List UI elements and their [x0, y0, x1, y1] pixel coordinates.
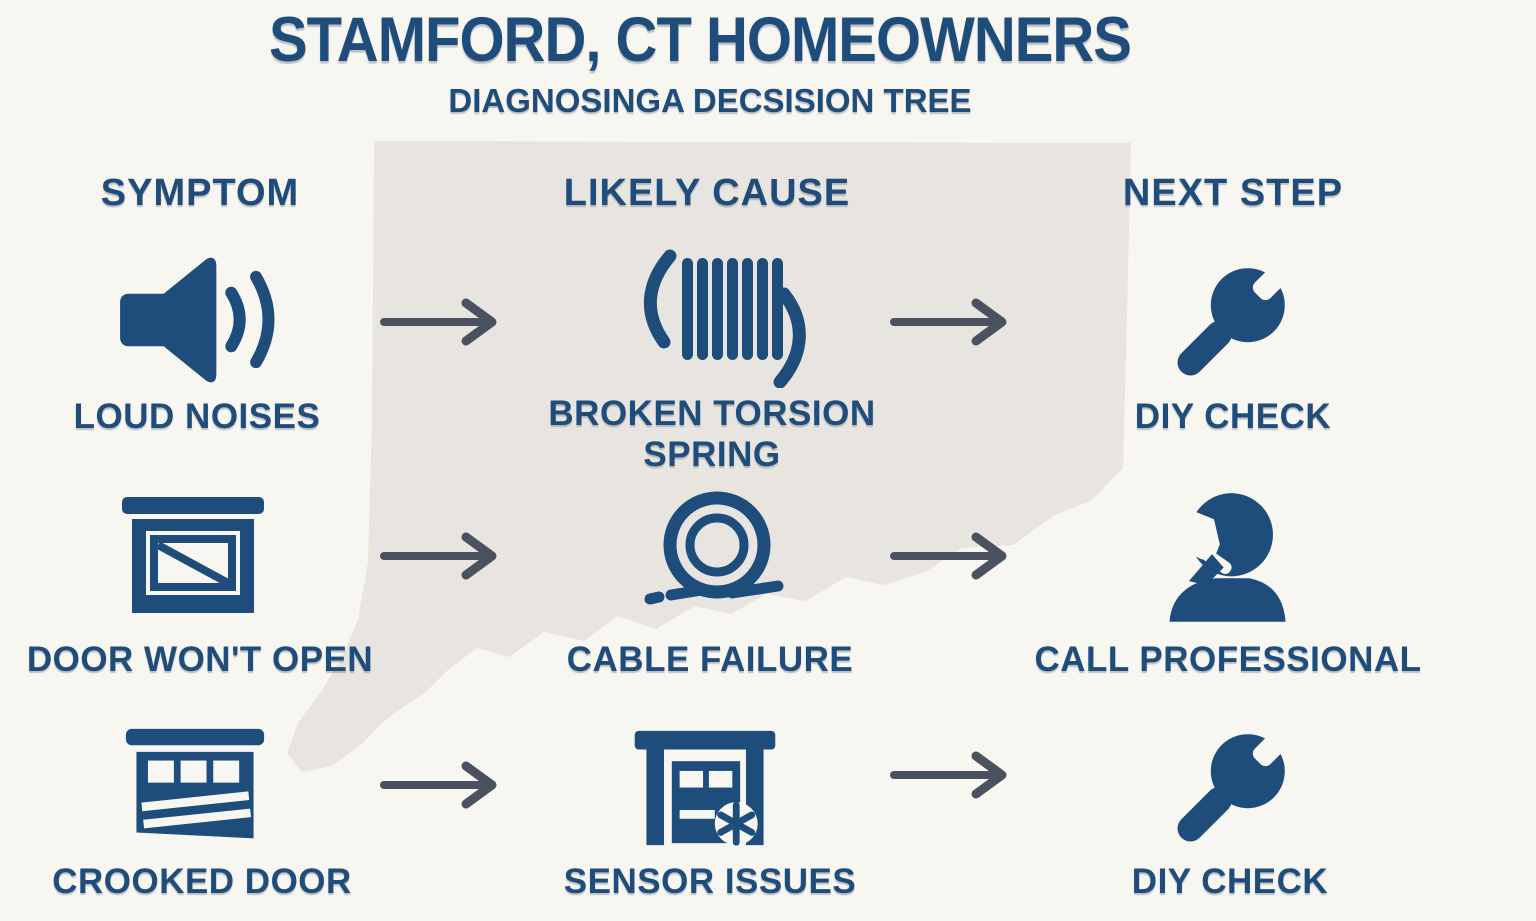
page-title: STAMFORD, CT HOMEOWNERS [269, 5, 1132, 76]
next-step-label-call-professional: CALL PROFESSIONAL [1034, 640, 1422, 679]
coiled-cable-icon [632, 487, 802, 627]
wrench-icon [1153, 711, 1303, 866]
cause-label-broken-torsion-spring: BROKEN TORSION SPRING [548, 394, 876, 475]
next-step-label-diy-check: DIY CHECK [1134, 397, 1332, 436]
arrow-right-icon [378, 296, 518, 348]
page-subtitle: DIAGNOSINGA DECSISION TREE [448, 82, 972, 119]
symptom-label-loud-noises: LOUD NOISES [73, 397, 321, 436]
column-header-likely-cause: LIKELY CAUSE [563, 172, 851, 214]
arrow-right-icon [378, 759, 518, 811]
torsion-spring-icon [624, 248, 809, 393]
arrow-right-icon [888, 749, 1028, 801]
person-on-phone-icon [1156, 484, 1301, 634]
column-header-symptom: SYMPTOM [100, 172, 300, 214]
symptom-label-crooked-door: CROOKED DOOR [52, 862, 352, 901]
next-step-label-diy-check: DIY CHECK [1131, 862, 1329, 901]
arrow-right-icon [888, 530, 1028, 582]
speaker-icon [110, 253, 285, 392]
arrow-right-icon [378, 530, 518, 582]
wrench-icon [1153, 245, 1303, 400]
garage-sensor-icon [625, 728, 785, 855]
garage-door-closed-icon [118, 495, 268, 625]
cause-label-sensor-issues: SENSOR ISSUES [563, 862, 857, 901]
crooked-garage-door-icon [120, 726, 270, 851]
cause-label-cable-failure: CABLE FAILURE [566, 640, 854, 679]
column-header-next-step: NEXT STEP [1122, 172, 1344, 214]
arrow-right-icon [888, 296, 1028, 348]
symptom-label-door-wont-open: DOOR WON'T OPEN [26, 640, 374, 679]
